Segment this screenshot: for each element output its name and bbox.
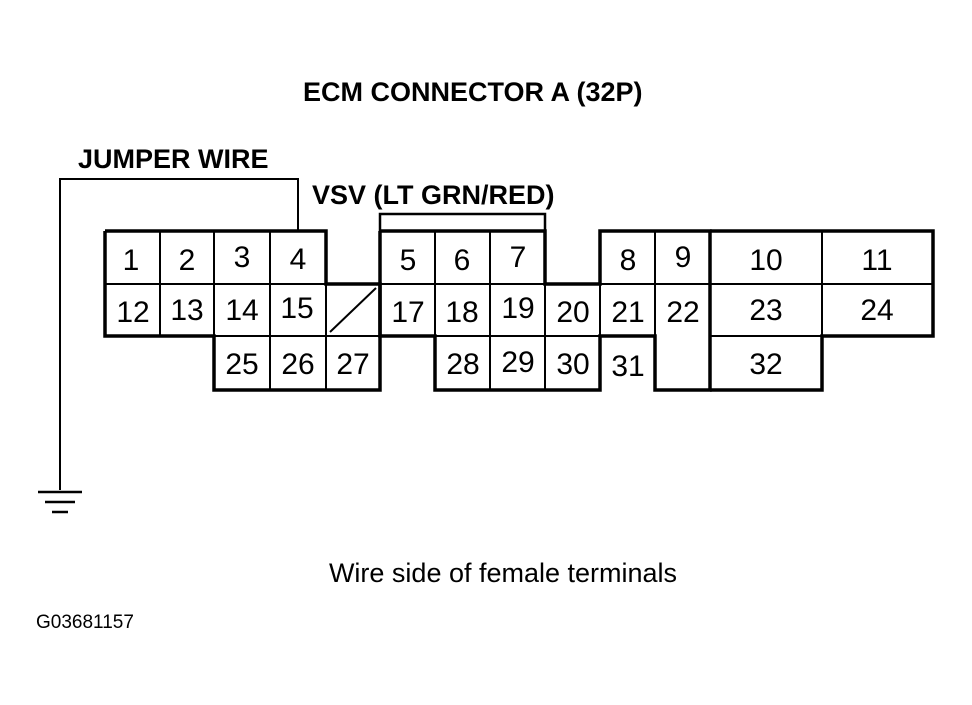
pin-row-3: 25 26 27 28 29 30 31 32 [225, 346, 782, 383]
vsv-bracket [378, 212, 547, 231]
pin-13: 13 [170, 294, 203, 327]
connector-body-right [710, 229, 935, 392]
jumper-wire [59, 178, 299, 490]
pin-30: 30 [556, 348, 589, 381]
pin-28: 28 [446, 348, 479, 381]
connector-body-left [103, 229, 382, 392]
pin-row-1: 1 2 3 4 5 6 7 8 9 10 11 [123, 241, 893, 277]
pin-31: 31 [611, 350, 644, 383]
pin-11: 11 [861, 244, 892, 277]
pin-17: 17 [391, 296, 424, 329]
figure-id: G03681157 [36, 612, 134, 633]
pin-4: 4 [290, 243, 307, 276]
pin-1: 1 [123, 244, 140, 277]
pin-6: 6 [454, 244, 471, 277]
pin-10: 10 [749, 244, 782, 277]
pin-8: 8 [620, 244, 637, 277]
caption: Wire side of female terminals [329, 558, 677, 588]
pin-20: 20 [556, 296, 589, 329]
pin-21: 21 [611, 296, 644, 329]
jumper-wire-label: JUMPER WIRE [78, 144, 269, 174]
pin-3: 3 [234, 241, 251, 274]
pin-12: 12 [116, 296, 149, 329]
vsv-label: VSV (LT GRN/RED) [312, 180, 555, 210]
pin-32: 32 [749, 348, 782, 381]
pin-23: 23 [749, 294, 782, 327]
pin-2: 2 [179, 244, 196, 277]
pin-29: 29 [501, 346, 534, 379]
pin-15: 15 [280, 292, 313, 325]
pin-27: 27 [336, 348, 369, 381]
diagram-title: ECM CONNECTOR A (32P) [303, 77, 643, 107]
pin-24: 24 [860, 294, 893, 327]
pin-14: 14 [225, 294, 258, 327]
pin-18: 18 [445, 296, 478, 329]
blocked-cavity-16 [329, 287, 377, 333]
pin-9: 9 [675, 241, 692, 274]
pin-25: 25 [225, 348, 258, 381]
pin-row-2: 12 13 14 15 17 18 19 20 21 22 23 24 [116, 292, 893, 329]
pin-22: 22 [666, 296, 699, 329]
pin-26: 26 [281, 348, 314, 381]
pin-19: 19 [501, 292, 534, 325]
connector-body-middle [378, 229, 712, 392]
pin-7: 7 [510, 241, 527, 274]
ground-icon [38, 490, 82, 514]
pin-5: 5 [400, 244, 417, 277]
